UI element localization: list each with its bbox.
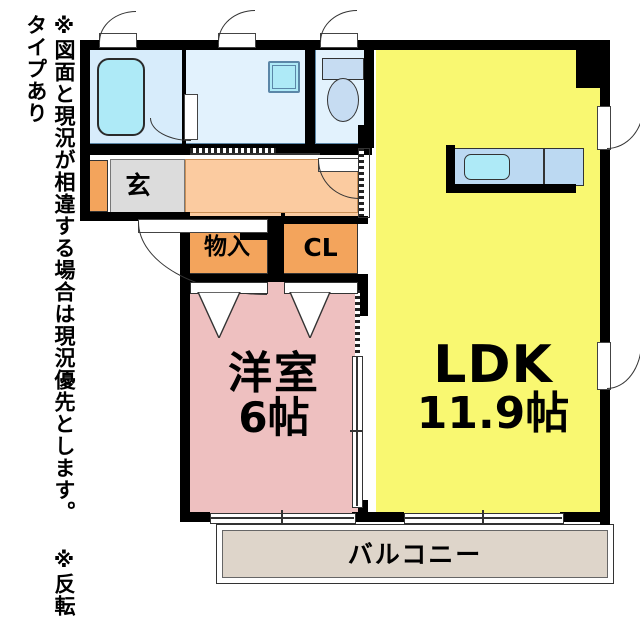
ldk-name: LDK	[433, 335, 553, 396]
bedroom-label-block: 洋室 6帖	[196, 344, 352, 448]
ldk-entry-sliding-door[interactable]	[358, 148, 370, 218]
wall-bottom-right-stub	[560, 512, 610, 522]
balcony-name: バルコニー	[347, 540, 483, 570]
disclaimer-line-2: ※反転タイプあり	[23, 14, 76, 617]
wall-right-upper	[600, 40, 610, 130]
wall-bottom-left-stub	[180, 512, 210, 522]
toilet-window-arc	[320, 10, 357, 42]
bedroom-ldk-hatch[interactable]	[355, 290, 360, 360]
storage-closet-label: CL	[303, 233, 338, 263]
wall-bedroom-left	[180, 212, 190, 522]
ldk-label-block: LDK 11.9帖	[398, 336, 588, 440]
closet-door-arrow-icon	[289, 292, 331, 338]
balcony-outer-edge	[216, 524, 614, 584]
wall-closet-bottom	[182, 274, 368, 282]
toilet-tank-icon	[322, 58, 364, 80]
disclaimer-note: ※図面と現況が相違する場合は現況優先とします。 ※反転タイプあり	[2, 14, 78, 628]
wall-washroom-toilet	[305, 48, 315, 144]
ldk-right-door-upper-arc	[607, 106, 640, 149]
wall-bottom-mid-stub	[352, 512, 404, 522]
kitchen-counter-divider	[543, 148, 545, 186]
bedroom-ldk-rail-mark	[350, 430, 363, 432]
wall-ldk-left-upper	[358, 125, 368, 147]
bathtub-icon	[97, 58, 145, 136]
kitchen-wall-bottom	[446, 184, 576, 193]
toilet-bowl-icon	[327, 78, 359, 122]
wall-left-upper	[80, 40, 90, 158]
wall-wetroom-right-edge	[364, 44, 374, 148]
kitchen-sink-icon	[464, 154, 510, 180]
wall-ldk-left-bottom	[358, 500, 368, 522]
monoire-door-arrow-icon	[197, 292, 241, 338]
wall-left-genkan	[80, 155, 90, 217]
storage-closet: CL	[283, 222, 358, 274]
bedroom-size: 6帖	[238, 393, 310, 443]
wall-genkan-bottom	[80, 212, 190, 221]
shoe-box	[88, 160, 108, 212]
kitchen-wall-left	[446, 145, 455, 189]
wall-between-closets	[268, 216, 284, 276]
bath-window-arc	[99, 11, 136, 42]
washroom-sliding-door[interactable]	[190, 148, 276, 153]
genkan-label: 玄	[118, 168, 158, 204]
ldk-entry-hatch-door[interactable]	[359, 148, 364, 216]
bedroom-name: 洋室	[228, 348, 320, 400]
wash-basin-inner	[272, 65, 296, 89]
wall-ldk-left-lower	[358, 274, 368, 316]
balcony-label: バルコニー	[300, 540, 530, 570]
ldk-right-door-lower-arc	[607, 342, 640, 389]
ldk-balcony-rail-mark	[482, 510, 484, 523]
bedroom-balcony-rail-mark	[281, 510, 283, 523]
disclaimer-line-1: ※図面と現況が相違する場合は現況優先とします。	[52, 14, 76, 523]
wall-right-main	[600, 125, 610, 525]
ldk-size: 11.9帖	[416, 388, 570, 440]
washroom-window-arc	[218, 10, 255, 42]
washroom-sliding-rail	[190, 153, 320, 155]
balcony-area	[222, 530, 608, 578]
wall-hall-right	[281, 213, 285, 219]
genkan-name: 玄	[125, 171, 151, 201]
